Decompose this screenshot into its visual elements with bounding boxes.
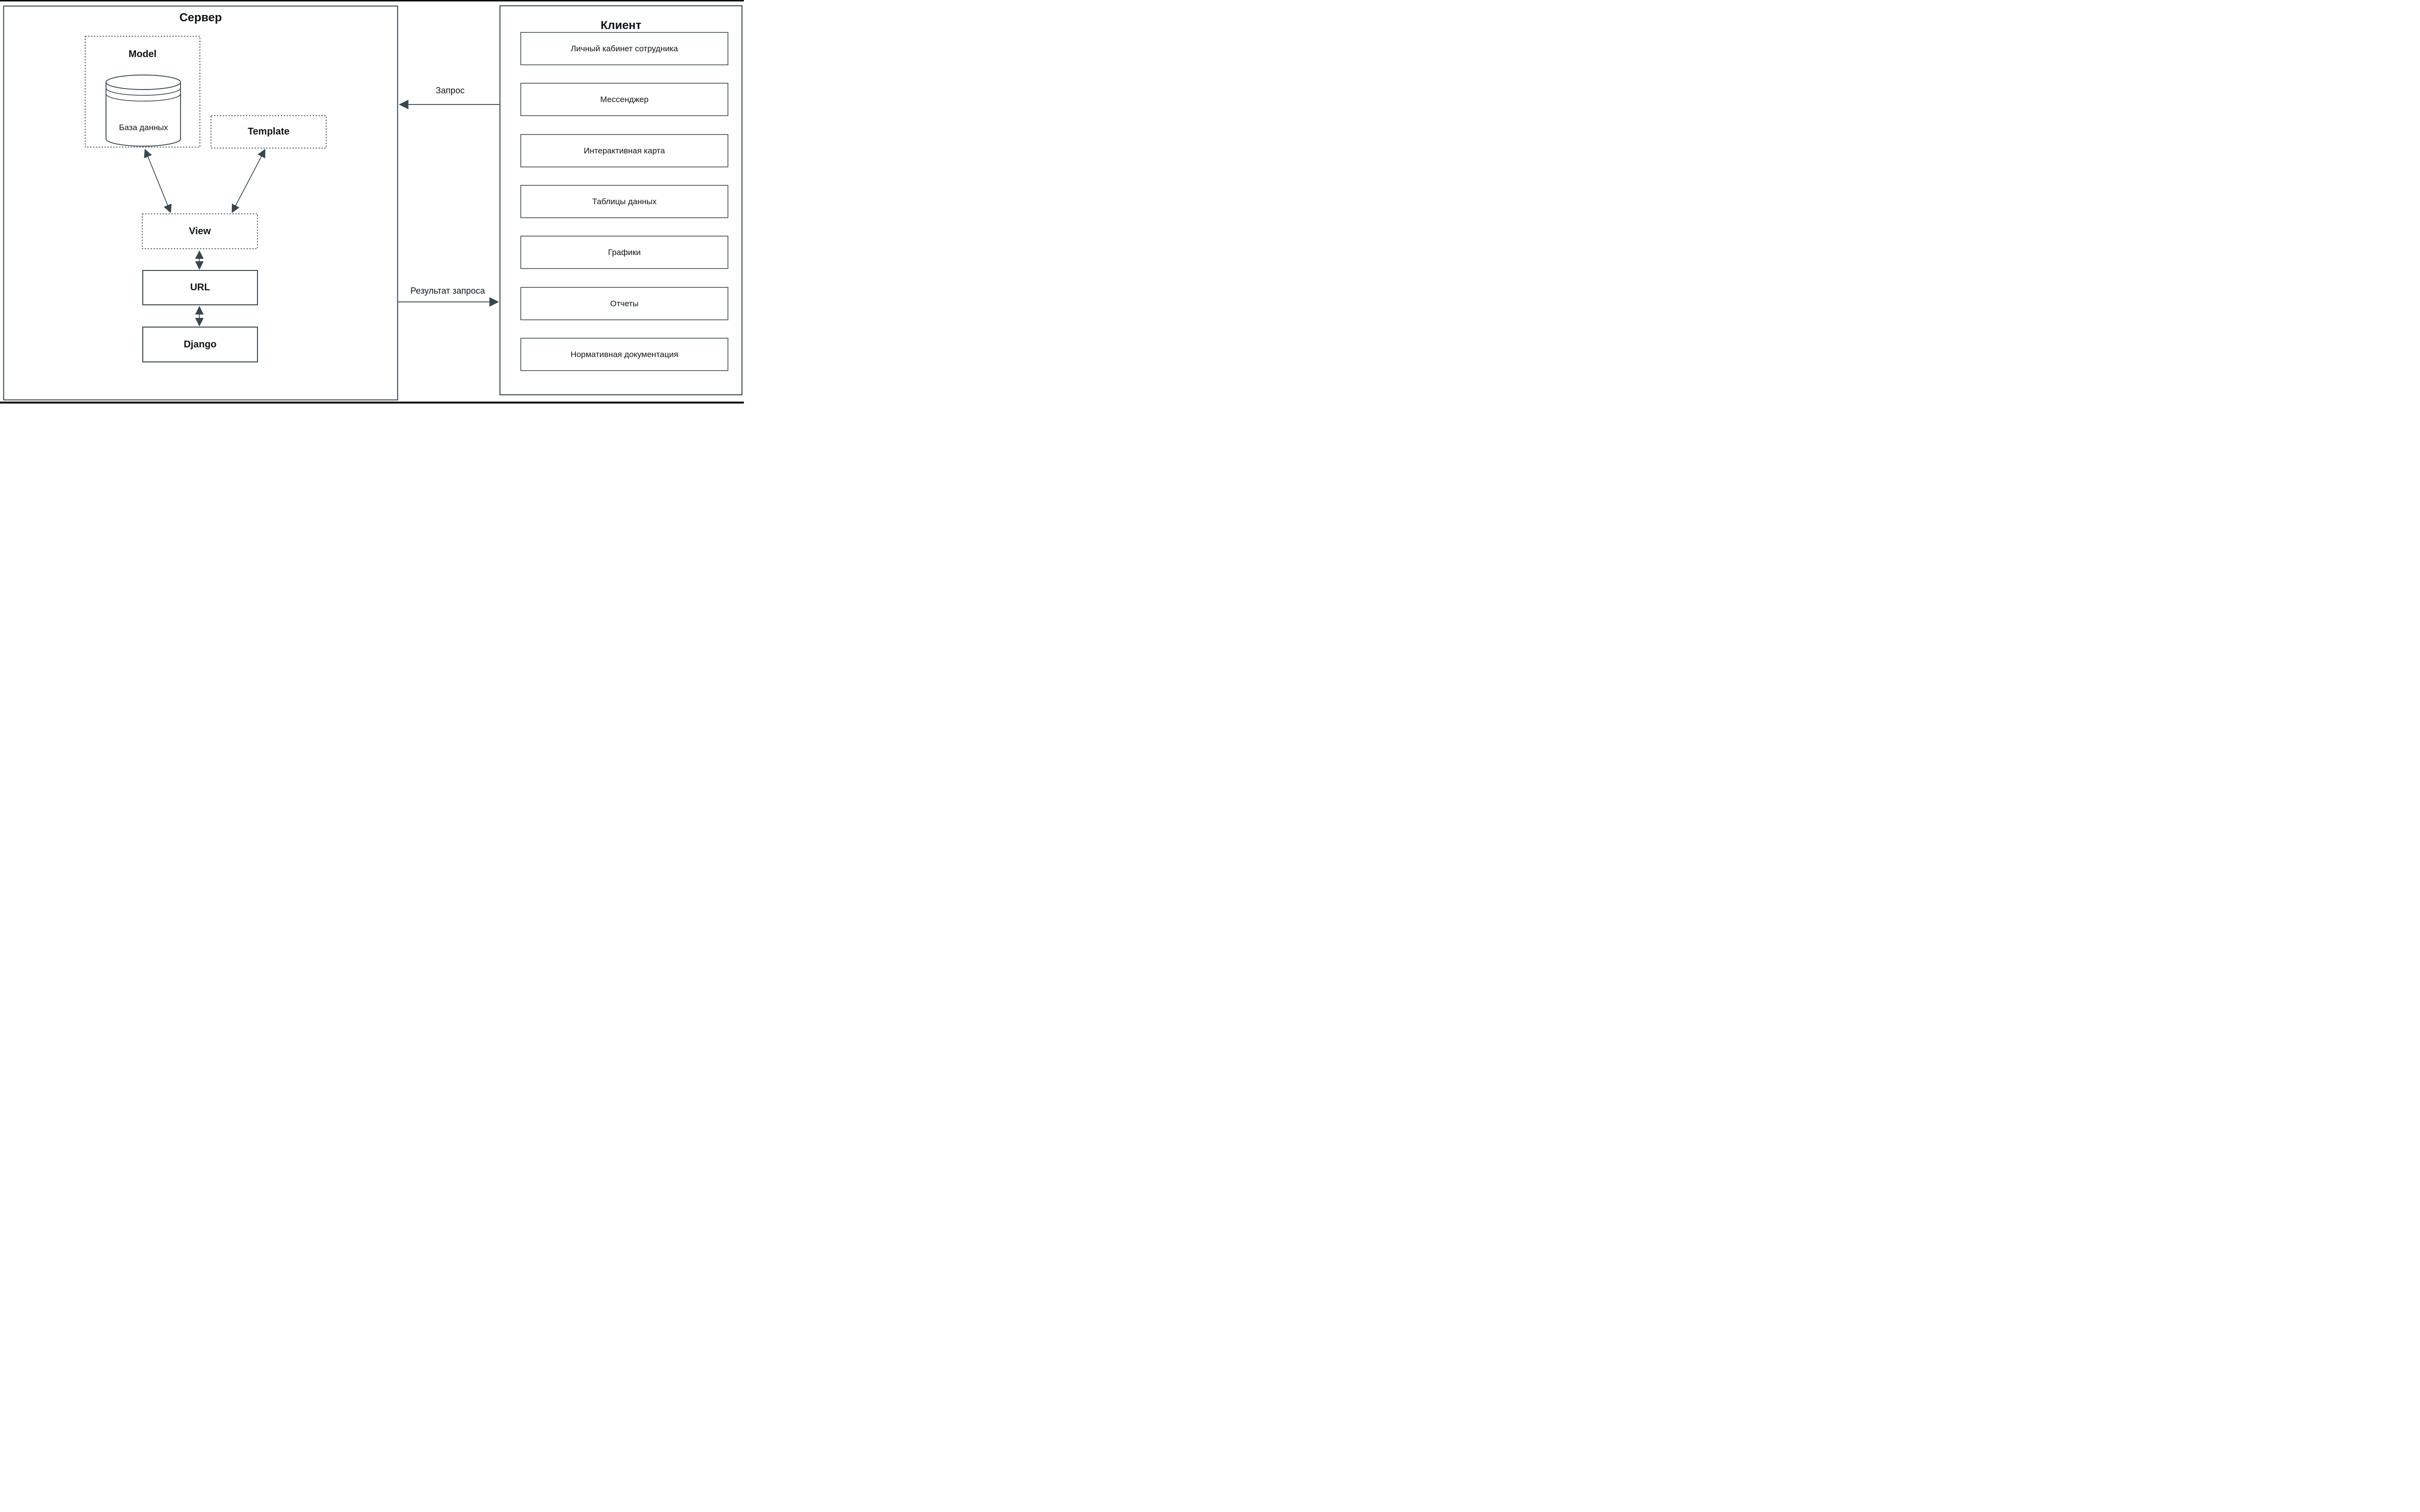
client-box-outline-messenger xyxy=(520,83,728,116)
template-node-label: Template xyxy=(247,126,290,137)
client-box-label-reports: Отчеты xyxy=(610,299,639,308)
model-node-label: Model xyxy=(128,48,157,60)
client-box-label-personal-account: Личный кабинет сотрудника xyxy=(571,44,678,53)
client-box-label-data-tables: Таблицы данных xyxy=(592,196,657,206)
architecture-diagram: Сервер Клиент Model База данных Template… xyxy=(0,0,744,404)
url-node-label: URL xyxy=(190,282,211,293)
request-arrow-label: Запрос xyxy=(436,85,465,95)
top-black-bar xyxy=(0,0,744,1)
database-cylinder-icon xyxy=(106,75,181,147)
client-box-outline-personal-account xyxy=(520,32,728,65)
client-panel-title: Клиент xyxy=(600,19,642,32)
template-view-arrow xyxy=(231,149,266,213)
database-label: База данных xyxy=(119,123,168,133)
server-panel-outline xyxy=(3,5,398,401)
client-panel-outline xyxy=(499,5,742,395)
client-box-label-regulatory-docs: Нормативная документация xyxy=(570,349,679,359)
response-arrow-label: Результат запроса xyxy=(410,285,485,296)
server-panel-title: Сервер xyxy=(179,11,222,25)
model-view-arrow xyxy=(144,149,172,213)
bottom-black-bar xyxy=(0,402,744,404)
django-box-outline xyxy=(142,327,258,362)
diagram-shapes-layer xyxy=(3,5,742,401)
view-box-outline xyxy=(142,213,258,249)
client-box-outline-data-tables xyxy=(520,185,728,218)
client-box-label-charts: Графики xyxy=(608,247,641,257)
client-box-outline-interactive-map xyxy=(520,134,728,167)
client-box-label-interactive-map: Интерактивная карта xyxy=(584,146,665,155)
template-box-outline xyxy=(211,115,327,149)
view-node-label: View xyxy=(189,225,211,237)
client-box-outline-charts xyxy=(520,236,728,269)
django-node-label: Django xyxy=(183,339,217,350)
client-box-label-messenger: Мессенджер xyxy=(600,94,649,104)
client-box-outline-regulatory-docs xyxy=(520,338,728,371)
model-box-outline xyxy=(85,36,200,148)
url-box-outline xyxy=(142,270,258,305)
client-box-outline-reports xyxy=(520,287,728,320)
